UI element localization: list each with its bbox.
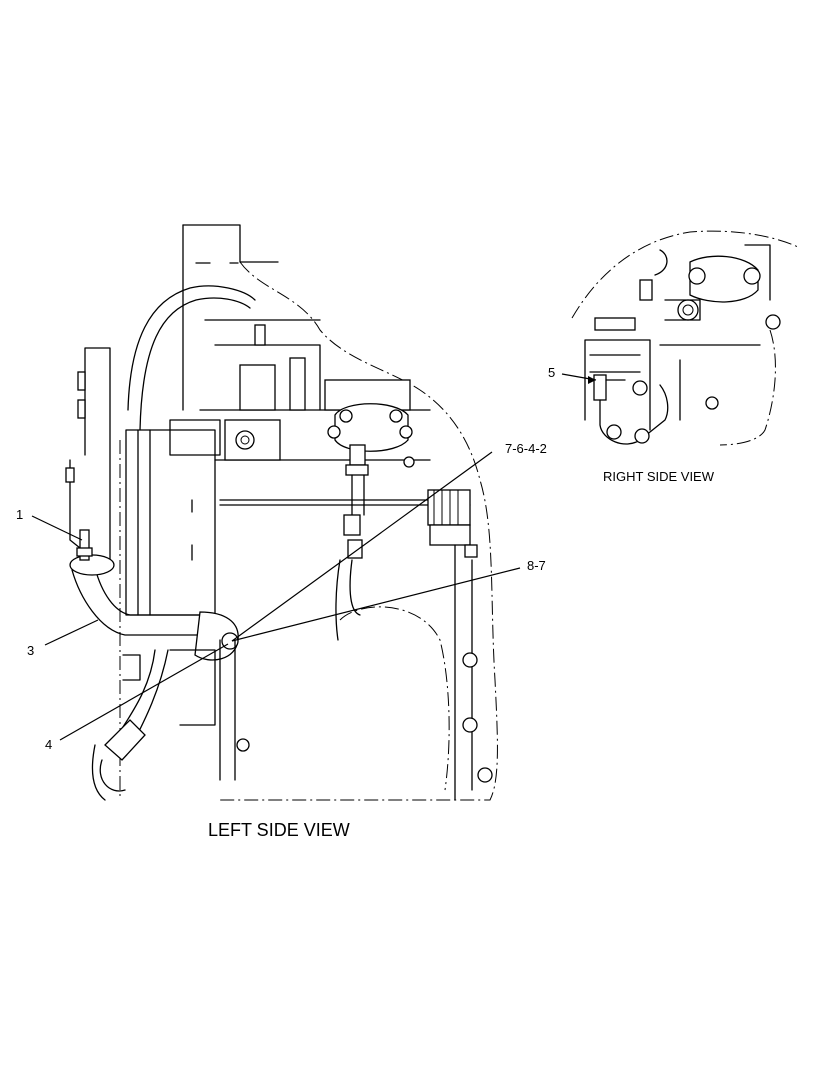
- right-side-view-caption: RIGHT SIDE VIEW: [603, 469, 715, 484]
- leader-1: [31, 515, 83, 541]
- arrowhead-5: [588, 376, 596, 384]
- leader-4: [59, 643, 229, 741]
- leader-7642: [231, 451, 493, 642]
- callout-1: 1: [16, 507, 23, 522]
- callout-8-7: 8-7: [527, 558, 546, 573]
- callout-7-6-4-2: 7-6-4-2: [505, 441, 547, 456]
- leader-87: [231, 567, 521, 642]
- callout-5: 5: [548, 365, 555, 380]
- leader-lines: [31, 373, 597, 741]
- callout-3: 3: [27, 643, 34, 658]
- right-side-view-drawing: [571, 230, 801, 446]
- leader-3: [44, 619, 99, 646]
- callout-4: 4: [45, 737, 52, 752]
- left-side-view-caption: LEFT SIDE VIEW: [208, 820, 350, 840]
- left-side-view-drawing: [65, 224, 498, 801]
